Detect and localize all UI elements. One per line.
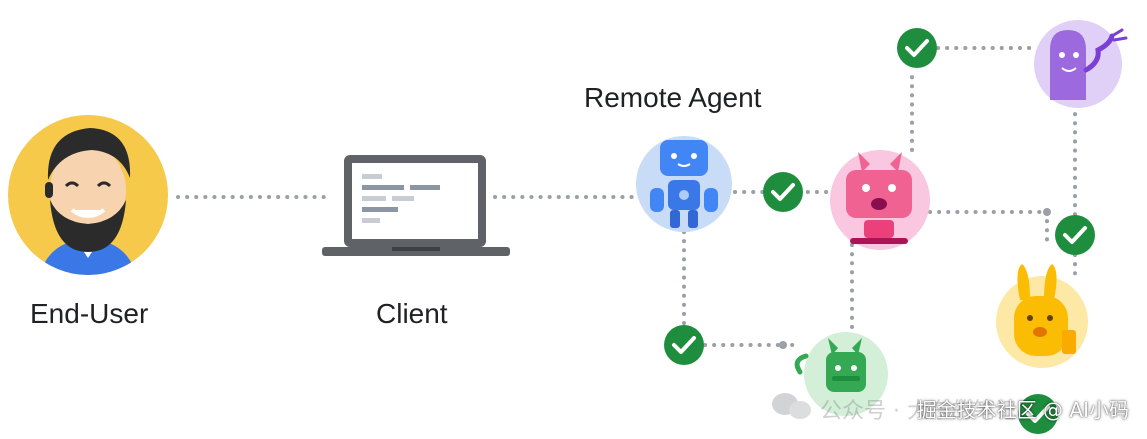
remote-agent-avatar [636,136,732,232]
yellow-agent-avatar [996,264,1088,368]
check-icon [897,28,937,68]
junction-dot [1043,208,1051,216]
laptop-icon [322,155,510,256]
wechat-icon [772,393,811,419]
junction-dot [779,341,787,349]
check-icon [1055,215,1095,255]
pink-agent-avatar [830,150,930,250]
end-user-label: End-User [30,298,149,329]
client-label: Client [376,298,448,329]
remote-agent-label: Remote Agent [584,82,762,113]
green-agent-avatar [794,332,888,416]
check-icon [763,172,803,212]
connector-lines [176,46,1077,347]
check-badges [664,28,1095,434]
purple-agent-avatar [1034,20,1128,108]
end-user-avatar [8,115,168,275]
watermark-faded: 公众号 · 大东的笔记 [820,399,1017,424]
watermark-text: 掘金技术社区 @ AI小码 [916,398,1129,422]
check-icon [664,325,704,365]
check-icon [1018,394,1058,434]
